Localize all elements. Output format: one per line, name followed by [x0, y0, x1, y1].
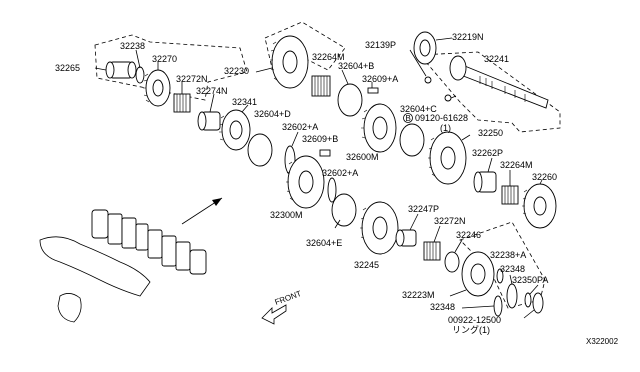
main-shaft-32241	[449, 55, 549, 109]
label-32230: 32230	[224, 66, 249, 76]
synchro-hub-32604B	[337, 83, 363, 117]
snap-ring-32348-upper	[506, 283, 518, 309]
coupling-sleeve-32600M	[361, 103, 397, 153]
label-32139P: 32139P	[365, 40, 396, 50]
gear-32300M	[286, 155, 325, 209]
label-00922-12500: 00922-12500	[448, 315, 501, 325]
label-32348-lower: 32348	[430, 302, 455, 312]
snap-ring-32348-lower	[493, 295, 503, 317]
label-32264M-lower: 32264M	[500, 160, 533, 170]
needle-bearing-32264M-lower	[501, 185, 519, 205]
label-32604C: 32604+C	[400, 104, 437, 114]
label-32602A-lower: 32602+A	[322, 168, 358, 178]
label-32600M: 32600M	[346, 152, 379, 162]
ring-32238A	[496, 268, 504, 284]
needle-bearing-32272N-lower	[423, 241, 441, 261]
label-32300M: 32300M	[270, 210, 303, 220]
upper-left-group-box	[94, 34, 248, 101]
label-32246: 32246	[456, 230, 481, 240]
needle-bearing-32272N-upper	[173, 93, 191, 113]
label-front: FRONT	[274, 289, 303, 307]
label-32260: 32260	[532, 172, 557, 182]
label-32348-upper: 32348	[500, 264, 525, 274]
label-09120-qty: (1)	[440, 123, 451, 133]
label-32264M-upper: 32264M	[312, 52, 345, 62]
bolt-09120-61628	[444, 94, 457, 102]
washer-32350PA	[524, 292, 532, 308]
insert-key-32609B	[319, 149, 331, 157]
label-32219N: 32219N	[452, 32, 484, 42]
label-32245: 32245	[354, 260, 379, 270]
assembled-gearset-overview	[39, 209, 207, 323]
label-32272N-lower: 32272N	[434, 216, 466, 226]
label-32238: 32238	[120, 41, 145, 51]
label-32250: 32250	[478, 128, 503, 138]
right-shaft-group-box	[419, 51, 561, 133]
label-32270: 32270	[152, 54, 177, 64]
label-32223M: 32223M	[402, 290, 435, 300]
label-32241: 32241	[484, 54, 509, 64]
front-arrow-icon	[261, 304, 287, 325]
gear-32246	[444, 251, 460, 273]
label-32604D: 32604+D	[254, 109, 291, 119]
synchro-ring-32604D	[247, 133, 273, 167]
label-32274N: 32274N	[196, 86, 228, 96]
label-32602A-upper: 32602+A	[282, 122, 318, 132]
label-32350PA: 32350PA	[512, 275, 548, 285]
ring-00922-12500	[532, 292, 544, 314]
ball-bearing-32223M	[461, 251, 495, 297]
label-32272N-upper: 32272N	[176, 74, 208, 84]
label-32609A: 32609+A	[362, 74, 398, 84]
ball-bearing-32219N	[413, 31, 437, 65]
arrow-head-icon	[212, 198, 222, 206]
gear-32341	[219, 109, 251, 151]
ring-32238	[135, 66, 145, 84]
synchro-ring-32604E	[331, 193, 357, 227]
label-32341: 32341	[232, 97, 257, 107]
bushing-32274N	[197, 111, 221, 131]
needle-bearing-32264M-upper	[311, 75, 331, 97]
label-32247P: 32247P	[408, 204, 439, 214]
label-32604B: 32604+B	[338, 61, 374, 71]
label-09120-61628: 09120-61628	[415, 113, 468, 123]
insert-key-32609A	[367, 87, 379, 94]
circled-b-icon	[403, 113, 413, 123]
label-32604E: 32604+E	[306, 238, 342, 248]
spacer-32247P	[395, 229, 417, 247]
label-32265: 32265	[55, 63, 80, 73]
gear-32245	[360, 201, 399, 255]
label-00922-ring: リング(1)	[452, 324, 490, 335]
circled-b-letter: B	[406, 114, 411, 123]
label-32609B: 32609+B	[302, 134, 338, 144]
gear-32260	[522, 183, 557, 229]
synchro-ring-32604C	[399, 123, 425, 157]
gear-32270	[143, 69, 171, 107]
gear-32230	[270, 35, 309, 89]
label-32238A: 32238+A	[490, 250, 526, 260]
label-diagram-code: X322002	[586, 337, 619, 346]
sleeve-32265	[105, 61, 137, 79]
label-32262P: 32262P	[472, 148, 503, 158]
baulk-ring-32602A-lower	[327, 177, 337, 203]
plug-32139P	[424, 76, 432, 84]
gear-32250	[428, 131, 467, 185]
spacer-32262P	[473, 171, 497, 193]
